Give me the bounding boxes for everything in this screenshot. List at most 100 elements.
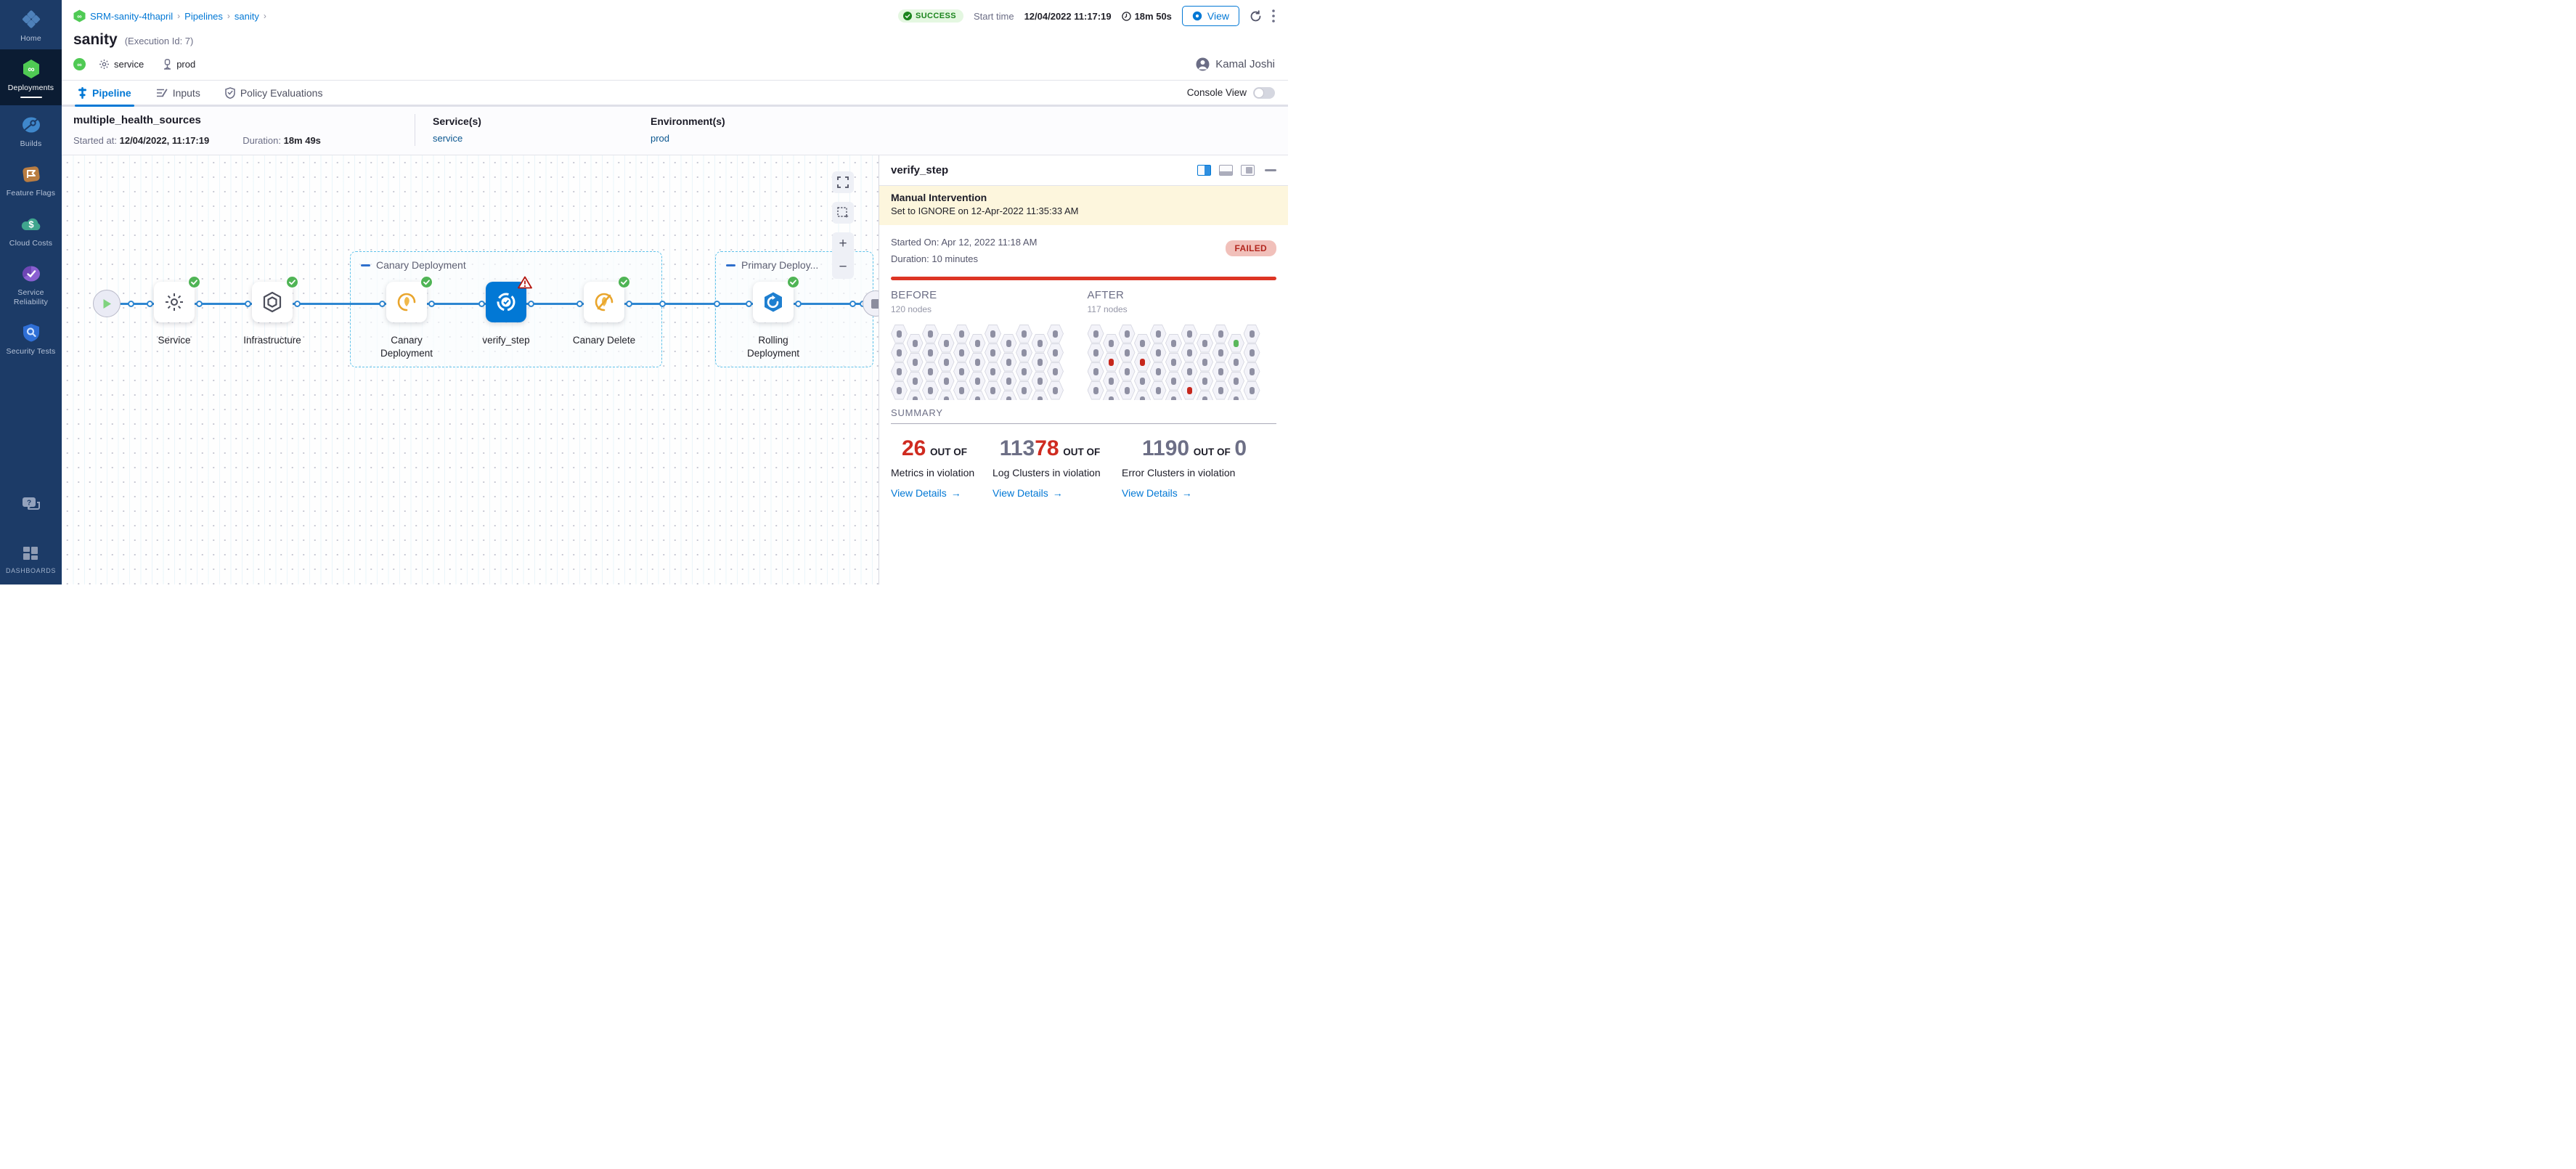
pipeline-node-verify_step[interactable] <box>486 276 532 322</box>
environments-label: Environment(s) <box>651 115 725 127</box>
hex-node-cell <box>1047 343 1064 362</box>
card-label: Metrics in violation <box>891 467 975 478</box>
hex-node-cell <box>953 324 970 343</box>
hex-node-cell <box>1134 352 1151 372</box>
minimize-panel-button[interactable] <box>1265 169 1276 171</box>
duration: 18m 50s <box>1121 11 1172 22</box>
tab-pipeline[interactable]: Pipeline <box>75 81 134 107</box>
rolling-deployment-icon <box>765 292 782 312</box>
hex-node-cell <box>937 333 955 353</box>
fit-to-screen-button[interactable] <box>832 171 854 193</box>
more-options-button[interactable] <box>1272 9 1275 23</box>
node-label: Canary Deployment <box>380 335 433 359</box>
hex-node-cell <box>1000 371 1017 391</box>
pipeline-node-canary-deployment[interactable] <box>386 276 433 322</box>
sidebar-item-label: Service Reliability <box>13 288 49 306</box>
tab-policy-evaluations[interactable]: Policy Evaluations <box>225 81 322 105</box>
pipeline-canvas[interactable]: + − Canary Deployment Primary Deploy... … <box>62 155 879 584</box>
sidebar-item-feature-flags[interactable]: Feature Flags <box>0 158 62 204</box>
hex-node-cell <box>953 362 970 381</box>
hex-node-cell <box>1181 362 1198 381</box>
sidebar-spacer <box>0 362 62 497</box>
hex-node-cell <box>1103 371 1120 391</box>
service-link[interactable]: service <box>433 133 463 144</box>
breadcrumb-project[interactable]: SRM-sanity-4thapril <box>90 10 174 22</box>
node-label: verify_step <box>482 335 530 346</box>
pipeline-node-service[interactable] <box>154 276 200 322</box>
view-details-link[interactable]: View Details → <box>993 486 1063 499</box>
page-header: ∞ SRM-sanity-4thapril › Pipelines › sani… <box>62 0 1288 81</box>
check-circle-icon <box>902 12 912 20</box>
hex-node-cell <box>922 343 939 362</box>
hex-node-cell <box>985 380 1001 400</box>
pipeline-start-node[interactable] <box>93 290 121 317</box>
tab-inputs[interactable]: Inputs <box>156 81 200 105</box>
sidebar-item-label: Feature Flags <box>6 189 56 198</box>
hex-node-cell <box>1228 352 1244 372</box>
collapse-stage-icon[interactable] <box>726 264 735 266</box>
pipeline-node-infrastructure[interactable] <box>252 276 298 322</box>
hex-node-cell <box>985 343 1001 362</box>
user-chip[interactable]: Kamal Joshi <box>1196 57 1275 71</box>
breadcrumb: ∞ SRM-sanity-4thapril › Pipelines › sani… <box>73 9 266 23</box>
breadcrumb-pipelines[interactable]: Pipelines <box>184 10 223 22</box>
tabs-bar: Pipeline Inputs Policy Evaluations Conso… <box>62 81 1288 107</box>
sidebar-item-security-tests[interactable]: Security Tests <box>0 316 62 362</box>
hex-node-cell <box>1118 380 1136 400</box>
zoom-out-button[interactable]: − <box>832 256 854 279</box>
service-tag[interactable]: service <box>99 59 144 70</box>
sidebar-item-home[interactable]: Home <box>0 3 62 49</box>
hex-node-cell <box>1165 333 1182 353</box>
svg-text:?: ? <box>26 500 30 508</box>
metrics-violation-count: 26 <box>902 436 926 460</box>
hex-node-cell <box>1031 371 1048 391</box>
breadcrumb-pipeline[interactable]: sanity <box>234 10 259 22</box>
svg-text:∞: ∞ <box>28 64 34 75</box>
hex-node-cell <box>1031 352 1048 372</box>
sidebar-item-label: Cloud Costs <box>9 238 53 248</box>
hex-node-cell <box>1031 390 1048 400</box>
hex-node-cell <box>1047 324 1064 343</box>
hex-node-cell <box>906 390 924 400</box>
before-nodes-hexgrid <box>891 324 1072 400</box>
home-icon <box>21 9 41 30</box>
hex-node-cell <box>1000 333 1017 353</box>
refresh-button[interactable] <box>1250 9 1262 23</box>
help-chat-button[interactable]: ? <box>22 497 41 513</box>
node-label: Canary Delete <box>572 335 636 346</box>
hex-node-cell <box>1087 362 1104 381</box>
sidebar-item-builds[interactable]: Builds <box>0 108 62 155</box>
sidebar-item-service-reliability[interactable]: Service Reliability <box>0 257 62 313</box>
environment-link[interactable]: prod <box>651 133 670 144</box>
connector-dot <box>293 300 301 307</box>
layout-right-panel-icon[interactable] <box>1197 165 1211 176</box>
sidebar-item-dashboards[interactable]: DASHBOARDS <box>6 543 56 574</box>
zoom-in-button[interactable]: + <box>832 232 854 256</box>
console-view-toggle[interactable] <box>1253 86 1275 99</box>
sidebar-item-cloud-costs[interactable]: $ Cloud Costs <box>0 208 62 254</box>
hex-node-cell <box>1212 362 1229 381</box>
collapse-stage-icon[interactable] <box>361 264 370 266</box>
module-status-icon: ∞ <box>73 58 86 70</box>
connector-dot <box>478 300 485 307</box>
success-badge <box>618 276 630 288</box>
error-clusters-violation-card: 1190 OUT OF 0 Error Clusters in violatio… <box>1122 436 1267 499</box>
environment-tag[interactable]: prod <box>163 59 195 70</box>
sidebar-item-label: DASHBOARDS <box>5 567 56 574</box>
layout-floating-panel-icon[interactable] <box>1241 165 1255 176</box>
view-details-link[interactable]: View Details → <box>891 486 961 499</box>
sidebar-item-deployments[interactable]: ∞ Deployments <box>0 49 62 106</box>
pipeline-run-name: multiple_health_sources <box>73 114 201 126</box>
hex-node-cell <box>937 390 955 400</box>
hex-node-cell <box>969 333 986 353</box>
connector-dot <box>378 300 386 307</box>
after-label: AFTER <box>1087 288 1125 301</box>
view-details-link[interactable]: View Details → <box>1122 486 1192 499</box>
pipeline-node-canary-delete[interactable] <box>584 276 630 322</box>
hex-node-cell <box>1197 333 1213 353</box>
view-button[interactable]: View <box>1181 6 1239 26</box>
pipeline-node-rolling-deployment[interactable] <box>753 276 799 322</box>
layout-bottom-panel-icon[interactable] <box>1219 165 1233 176</box>
step-started-on: Started On: Apr 12, 2022 11:18 AM <box>891 237 1038 248</box>
marquee-select-button[interactable] <box>832 202 854 224</box>
